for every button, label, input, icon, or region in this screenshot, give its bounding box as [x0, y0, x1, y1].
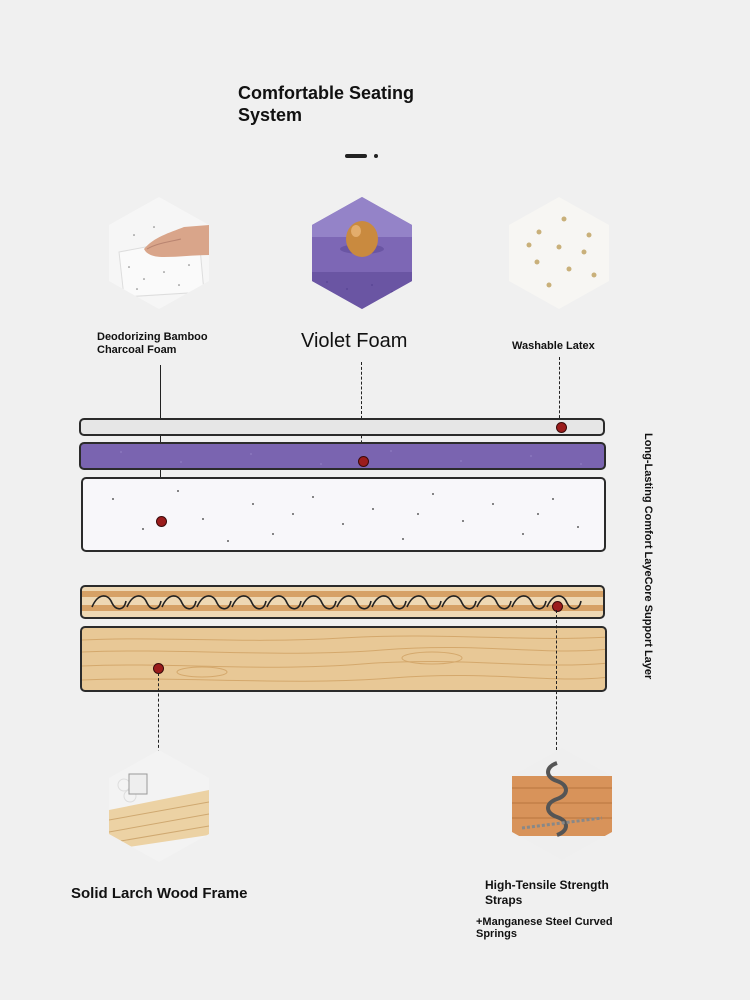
violet-connector — [361, 362, 362, 458]
hand-pressing-foam-icon — [109, 197, 209, 309]
bamboo-foam-pin — [156, 516, 167, 527]
page-title: Comfortable Seating System — [238, 83, 415, 125]
latex-layer — [79, 418, 605, 436]
side-layer-label: Long-Lasting Comfort LayeCore Support La… — [640, 433, 656, 693]
wood-frame-icon — [109, 750, 209, 862]
bamboo-foam-label: Deodorizing Bamboo Charcoal Foam — [97, 331, 208, 356]
larch-frame-label: Solid Larch Wood Frame — [71, 885, 248, 902]
larch-wood-layer — [80, 626, 607, 692]
bamboo-foam-layer — [81, 477, 606, 552]
title-divider — [345, 154, 367, 158]
curved-spring-icon — [512, 748, 612, 860]
latex-pin — [556, 422, 567, 433]
violet-foam-layer — [79, 442, 606, 470]
title-divider-dot — [374, 154, 378, 158]
side-layer-label-text: Long-Lasting Comfort LayeCore Support La… — [642, 433, 654, 680]
straps-pin — [552, 601, 563, 612]
springs-label: +Manganese Steel Curved Springs — [476, 916, 613, 940]
latex-sheet-icon — [509, 197, 609, 309]
straps-springs-layer — [80, 585, 605, 619]
violet-foam-pin — [358, 456, 369, 467]
latex-connector — [559, 357, 560, 423]
bamboo-connector — [160, 365, 161, 518]
straps-label: High-Tensile Strength Straps — [485, 878, 609, 907]
straps-connector — [556, 610, 557, 750]
egg-on-violet-foam-icon — [312, 197, 412, 309]
latex-label: Washable Latex — [512, 340, 595, 352]
larch-connector — [158, 673, 159, 753]
violet-foam-label: Violet Foam — [301, 330, 408, 352]
